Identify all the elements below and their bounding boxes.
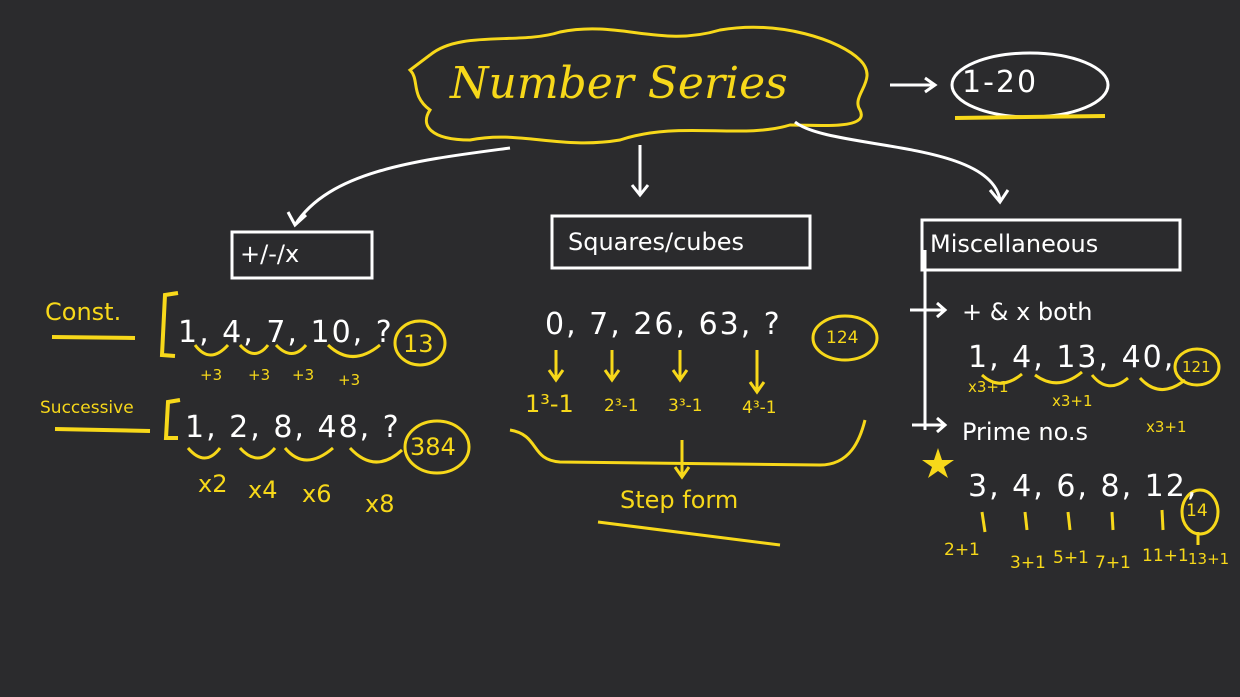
prime-series: 3, 4, 6, 8, 12, — [968, 469, 1199, 504]
prime-answer: 14 — [1186, 501, 1208, 521]
term-label: 2+1 — [944, 540, 980, 560]
range-arrow — [890, 76, 938, 94]
term-label: 13+1 — [1188, 550, 1230, 568]
term-label: 2³-1 — [604, 396, 639, 416]
range-underline — [954, 114, 1106, 120]
box-misc-label: Miscellaneous — [930, 230, 1099, 258]
box-squares — [550, 214, 812, 270]
squares-answer: 124 — [826, 328, 859, 348]
successive-answer: 384 — [410, 433, 456, 461]
step-form-note: Step form — [620, 486, 739, 514]
misc-subtype-prime: Prime no.s — [962, 418, 1088, 446]
term-label: 11+1 — [1142, 546, 1189, 566]
step-label: x6 — [302, 480, 332, 508]
step-label: x3+1 — [1146, 418, 1187, 436]
title-cloud — [407, 25, 869, 145]
successive-series: 1, 2, 8, 48, ? — [185, 410, 401, 445]
step-label: +3 — [338, 371, 361, 389]
step-label: +3 — [248, 366, 271, 384]
box-arith-label: +/-/x — [240, 240, 300, 268]
step-label: +3 — [292, 366, 315, 384]
step-label: x3+1 — [1052, 392, 1093, 410]
both-series: 1, 4, 13, 40, — [968, 340, 1176, 375]
const-answer: 13 — [403, 330, 434, 358]
step-label: +3 — [200, 366, 223, 384]
star-icon — [922, 448, 954, 478]
term-label: 3+1 — [1010, 553, 1046, 573]
term-label: 3³-1 — [668, 396, 703, 416]
box-arith — [230, 230, 374, 280]
step-label: x4 — [248, 476, 278, 504]
step-label: x2 — [198, 470, 228, 498]
step-label: x8 — [365, 490, 395, 518]
const-tag: Const. — [45, 298, 122, 326]
successive-tag: Successive — [40, 398, 134, 418]
diagram-title: Number Series — [450, 58, 788, 109]
term-label: 5+1 — [1053, 548, 1089, 568]
box-squares-label: Squares/cubes — [568, 228, 744, 256]
branch-arrow-center — [630, 145, 650, 198]
squares-series: 0, 7, 26, 63, ? — [545, 307, 782, 342]
question-range: 1-20 — [962, 65, 1039, 100]
branch-arrow-right — [794, 120, 1010, 205]
term-label: 4³-1 — [742, 398, 777, 418]
misc-subtype-both: + & x both — [962, 298, 1093, 326]
const-series: 1, 4, 7, 10, ? — [178, 315, 394, 350]
branch-arrow-left — [286, 146, 511, 228]
term-label: 1³-1 — [525, 390, 574, 418]
step-label: x3+1 — [968, 378, 1009, 396]
both-answer: 121 — [1182, 358, 1211, 376]
box-misc — [920, 218, 1182, 272]
term-label: 7+1 — [1095, 553, 1131, 573]
